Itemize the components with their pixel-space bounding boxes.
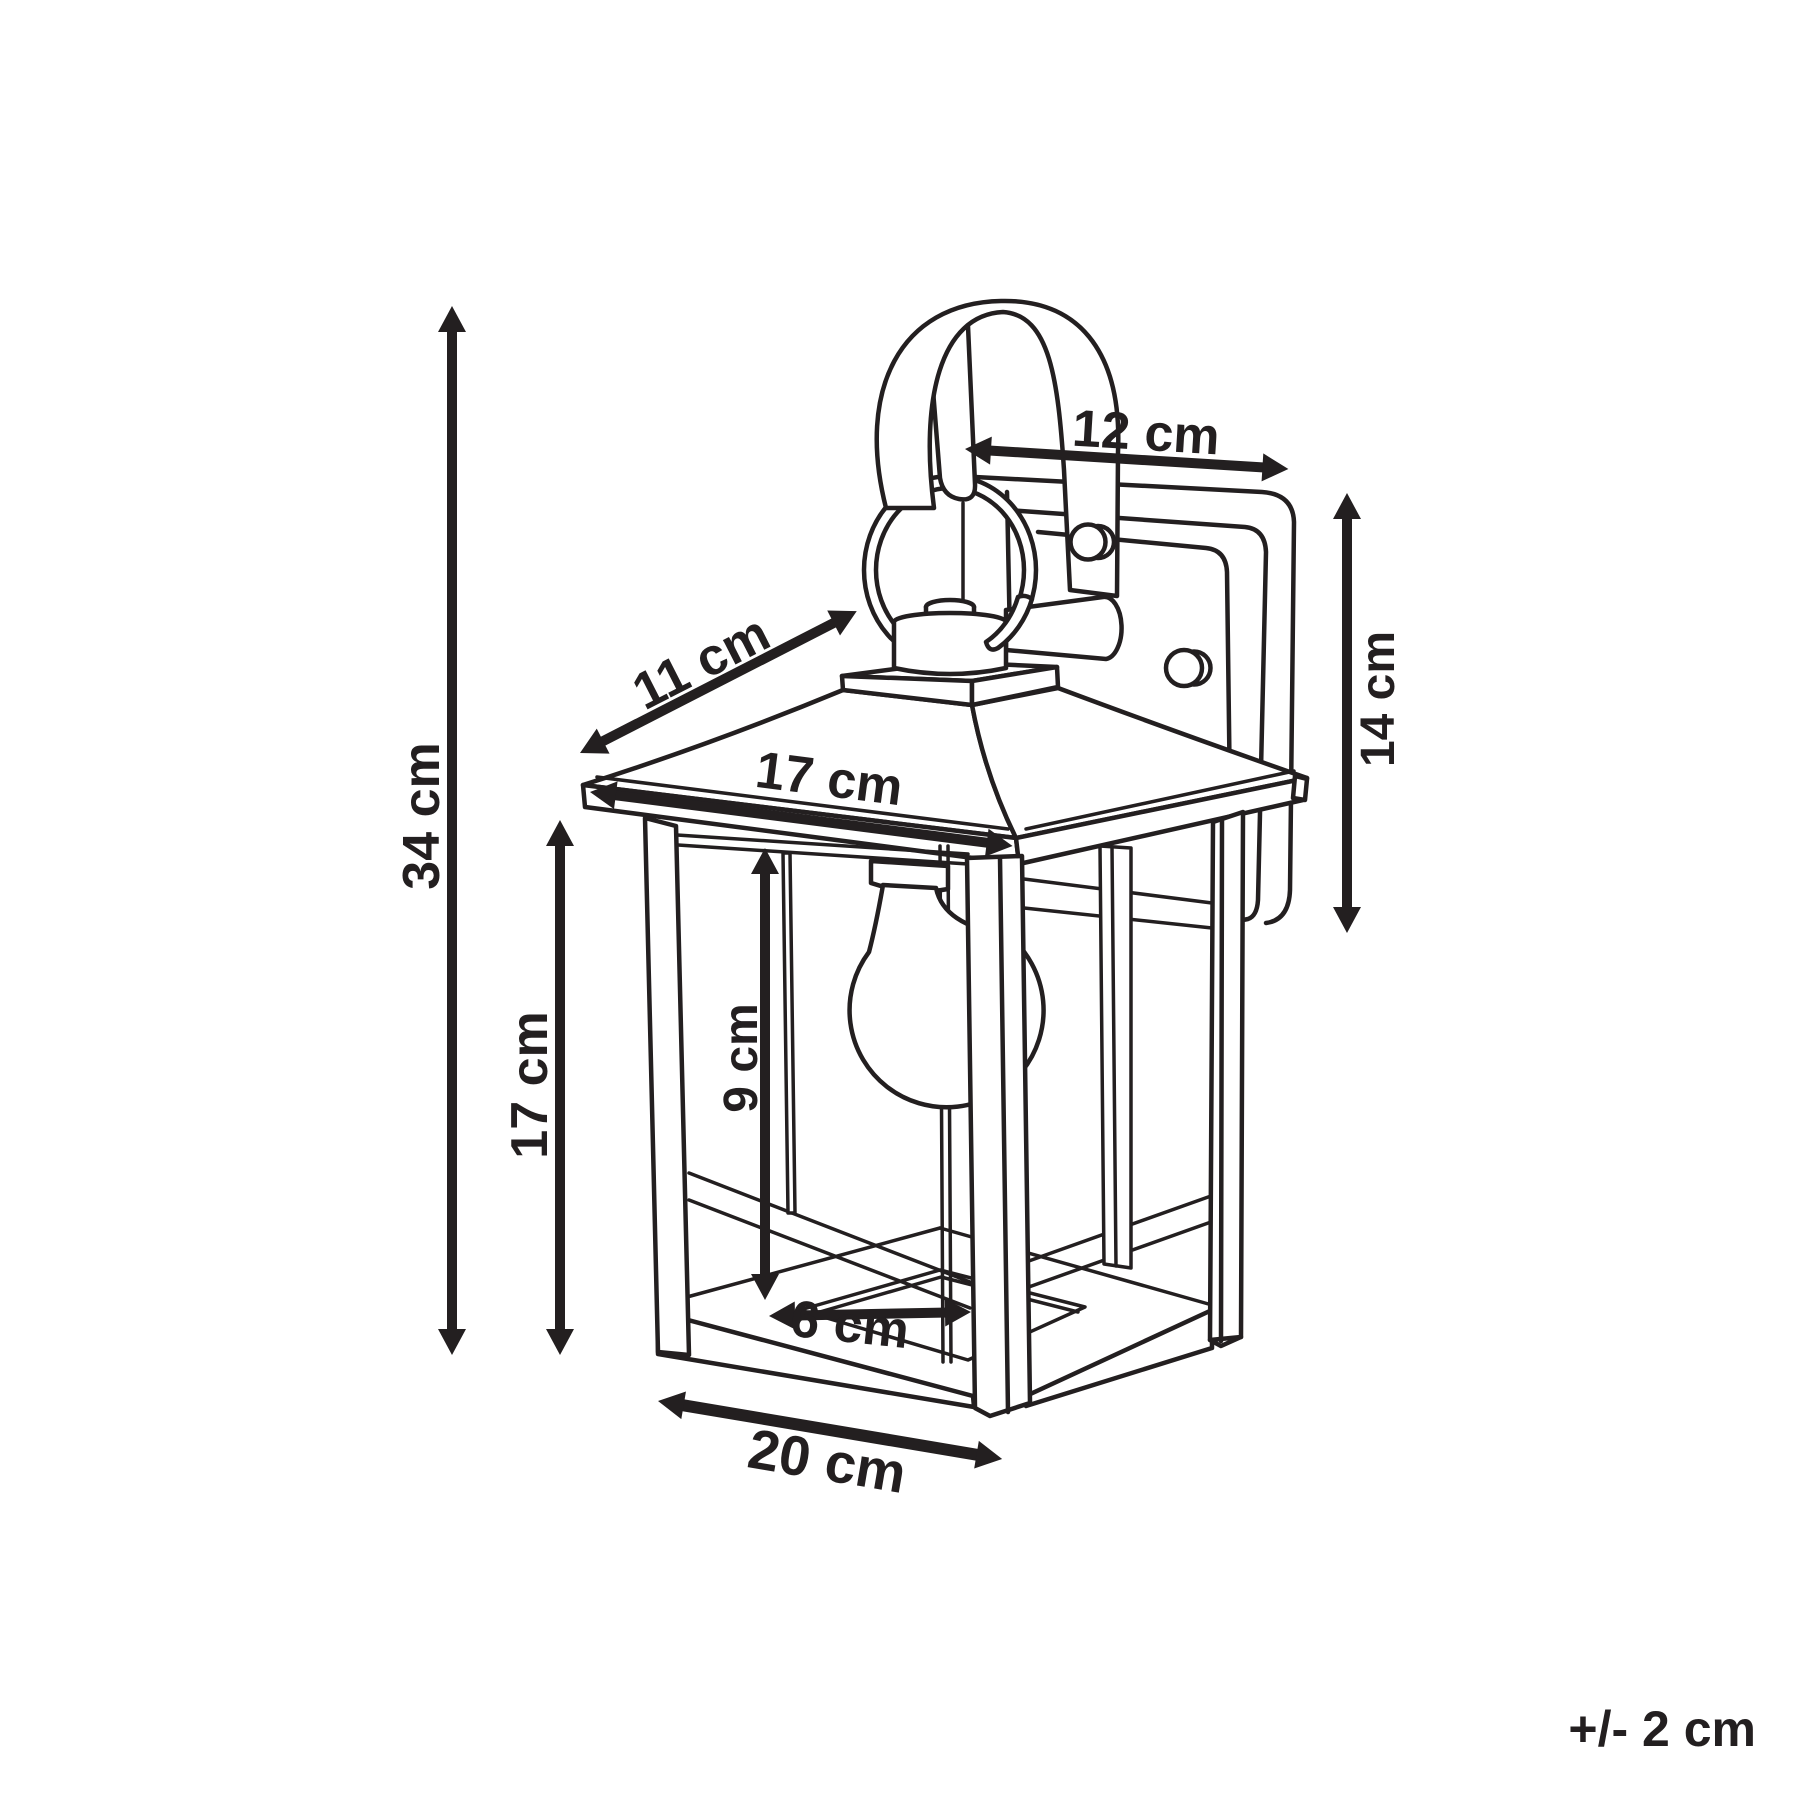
- svg-text:34 cm: 34 cm: [393, 742, 451, 889]
- svg-text:14 cm: 14 cm: [1352, 631, 1405, 767]
- svg-text:9 cm: 9 cm: [715, 1003, 768, 1112]
- svg-text:12 cm: 12 cm: [1071, 400, 1222, 467]
- svg-text:6 cm: 6 cm: [788, 1290, 912, 1360]
- svg-text:+/- 2 cm: +/- 2 cm: [1568, 1701, 1756, 1757]
- svg-text:17 cm: 17 cm: [501, 1011, 559, 1158]
